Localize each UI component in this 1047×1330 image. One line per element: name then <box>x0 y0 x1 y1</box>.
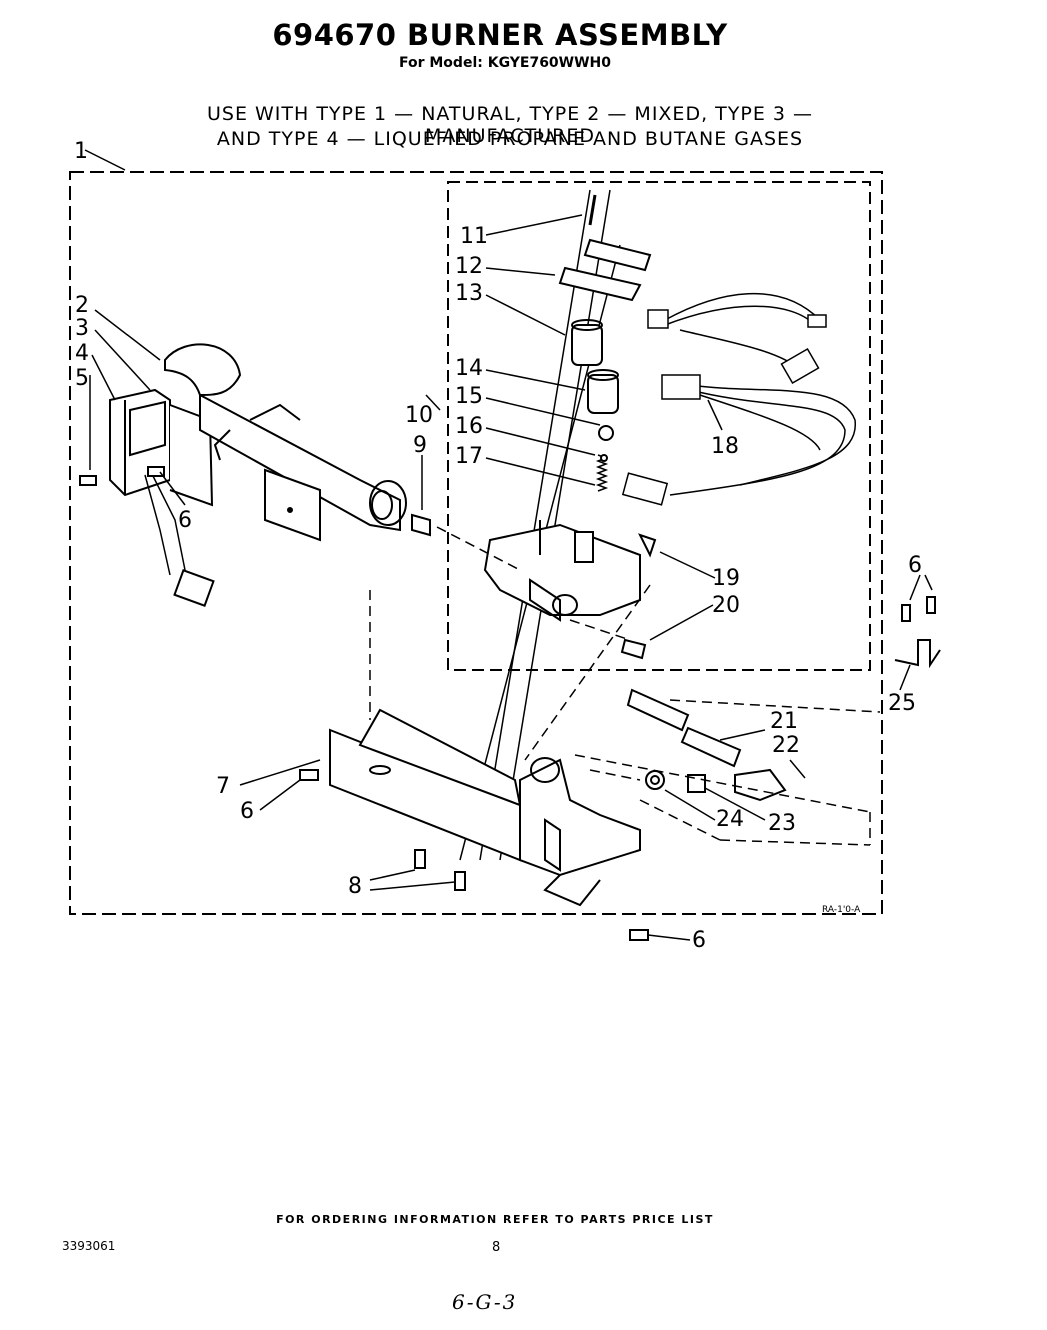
callout-6-left: 6 <box>178 508 192 533</box>
gas-type-note-line-2: AND TYPE 4 — LIQUEFIED PROPANE AND BUTAN… <box>216 128 804 150</box>
coil-cover-top <box>583 238 652 272</box>
burner-shield-plate <box>264 468 321 542</box>
callout-6-clamp: 6 <box>908 553 922 578</box>
callout-4: 4 <box>75 341 89 366</box>
callout-5: 5 <box>75 366 89 391</box>
pipe-nipple-threaded <box>680 726 742 768</box>
callout-16: 16 <box>455 414 483 439</box>
burner-mounting-bracket <box>329 708 641 907</box>
callout-21: 21 <box>770 709 798 734</box>
valve-inlet-fitting <box>620 638 647 660</box>
page-number: 8 <box>492 1240 501 1255</box>
gas-valve-body <box>483 520 641 622</box>
callout-6-bottom: 6 <box>692 928 706 953</box>
pipe-nipple <box>626 688 690 732</box>
handwritten-note: 6-G-3 <box>452 1290 518 1314</box>
wire-harness <box>621 293 856 506</box>
callout-19: 19 <box>712 566 740 591</box>
callout-6-bracket: 6 <box>240 799 254 824</box>
valve-clip <box>638 533 657 558</box>
page-title: 694670 BURNER ASSEMBLY <box>272 18 728 52</box>
diagram-code: RA-1'0-A <box>822 905 861 915</box>
callout-23: 23 <box>768 811 796 836</box>
callout-13: 13 <box>455 281 483 306</box>
nut <box>645 770 665 790</box>
gas-type-note-line-1: USE WITH TYPE 1 — NATURAL, TYPE 2 — MIXE… <box>206 103 813 147</box>
callout-2: 2 <box>75 293 89 318</box>
coil-cover-bracket <box>558 266 642 302</box>
ignitor-bracket <box>109 388 215 607</box>
callout-12: 12 <box>455 254 483 279</box>
callout-11: 11 <box>460 224 488 249</box>
callout-3: 3 <box>75 316 89 341</box>
callout-10: 10 <box>405 403 433 428</box>
callout-25: 25 <box>888 691 916 716</box>
ordering-note: FOR ORDERING INFORMATION REFER TO PARTS … <box>276 1213 714 1226</box>
callout-9: 9 <box>413 433 427 458</box>
callout-18: 18 <box>711 434 739 459</box>
valve-coils <box>571 319 619 414</box>
elbow-fitting <box>734 768 787 802</box>
model-subtitle: For Model: KGYE760WWH0 <box>398 55 612 71</box>
valve-spring <box>595 454 609 492</box>
valve-subassembly-boundary <box>447 181 871 671</box>
callout-7: 7 <box>216 774 230 799</box>
callout-labels: 1 2 3 4 5 6 6 6 6 7 8 9 10 11 12 13 14 1… <box>74 139 922 953</box>
pipe-clamp <box>894 639 941 669</box>
valve-plunger <box>598 425 614 441</box>
callout-15: 15 <box>455 384 483 409</box>
callout-1: 1 <box>74 139 88 164</box>
callout-20: 20 <box>712 593 740 618</box>
callout-24: 24 <box>716 807 744 832</box>
callout-14: 14 <box>455 356 483 381</box>
burner-tube <box>164 343 407 532</box>
callout-22: 22 <box>772 733 800 758</box>
orifice <box>411 513 431 537</box>
callout-17: 17 <box>455 444 483 469</box>
assembly-boundary-outer <box>69 171 883 915</box>
document-number: 3393061 <box>62 1239 116 1253</box>
callout-8: 8 <box>348 874 362 899</box>
